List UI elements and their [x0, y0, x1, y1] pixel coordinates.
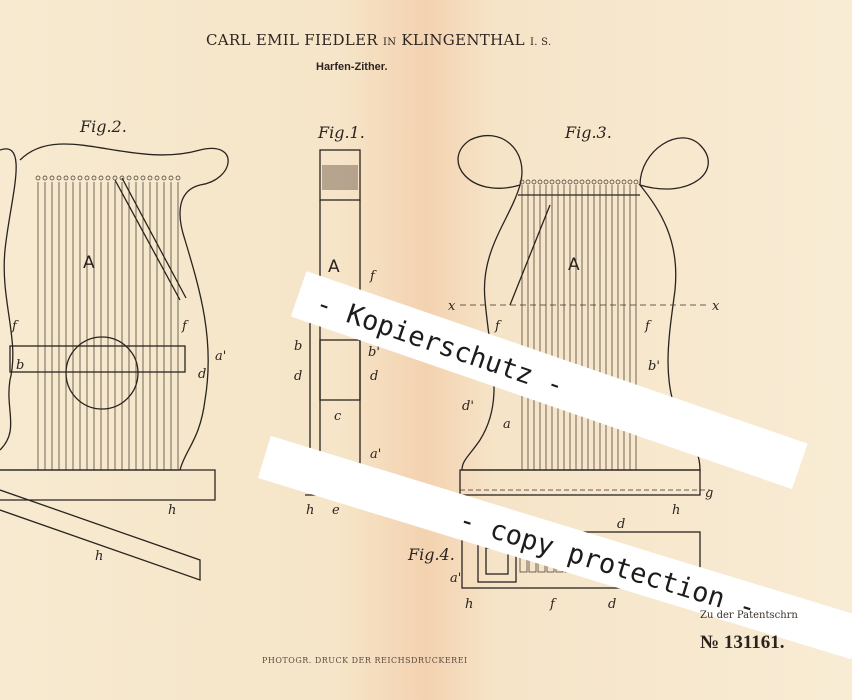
tuning-pin — [609, 179, 615, 185]
fig4-label: Fig.4. — [407, 545, 455, 564]
label-e: e — [332, 503, 340, 518]
tuning-pin — [561, 179, 567, 185]
tuning-pin — [585, 179, 591, 185]
tuning-pin — [525, 179, 531, 185]
tuning-pin — [597, 179, 603, 185]
inventor-place: KLINGENTHAL — [401, 31, 525, 49]
label-d: d — [608, 597, 616, 612]
inventor-name: CARL EMIL FIEDLER — [206, 31, 378, 49]
tuning-pin — [35, 175, 41, 181]
label-d: d — [198, 367, 206, 382]
label-c: c — [334, 409, 342, 424]
label-b-prime: b' — [368, 345, 380, 360]
tuning-pin — [567, 179, 573, 185]
label-f: f — [644, 319, 652, 334]
label-A: A — [328, 257, 340, 277]
tuning-pin — [519, 179, 525, 185]
tuning-pin — [112, 175, 118, 181]
tuning-pin — [591, 179, 597, 185]
tuning-pin — [531, 179, 537, 185]
label-x: x — [448, 299, 456, 314]
tuning-pin — [555, 179, 561, 185]
label-h: h — [168, 503, 176, 518]
label-a: a — [503, 417, 511, 432]
tuning-pin — [627, 179, 633, 185]
label-f: f — [494, 319, 502, 334]
figure-3: Fig.3. A x x f f b' d' g h — [448, 123, 720, 518]
tuning-pin — [63, 175, 69, 181]
label-h: h — [306, 503, 314, 518]
tuning-pin — [126, 175, 132, 181]
fig1-label: Fig.1. — [317, 123, 365, 142]
patent-header: CARL EMIL FIEDLER IN KLINGENTHAL I. S. — [206, 31, 551, 49]
label-f: f — [11, 319, 19, 334]
tuning-pin — [77, 175, 83, 181]
tuning-pin — [615, 179, 621, 185]
label-f: f — [549, 597, 557, 612]
watermark-kopierschutz: - Kopierschutz - — [290, 271, 808, 490]
tuning-pin — [549, 179, 555, 185]
tuning-pin — [573, 179, 579, 185]
label-a-prime: a' — [450, 571, 461, 586]
fig2-label: Fig.2. — [79, 117, 127, 136]
header-in: IN — [383, 37, 397, 48]
watermark-text-1: - Kopierschutz - — [312, 288, 568, 402]
patent-reference: Zu der Patentschrn — [700, 610, 798, 621]
label-h: h — [465, 597, 473, 612]
printer-credit: PHOTOGR. DRUCK DER REICHSDRUCKEREI — [262, 656, 468, 665]
tuning-pin — [537, 179, 543, 185]
tuning-pin — [119, 175, 125, 181]
tuning-pin — [579, 179, 585, 185]
label-f: f — [369, 269, 377, 284]
label-a-prime: a' — [370, 447, 381, 462]
label-d: d — [617, 517, 625, 532]
figure-1: Fig.1. A f b b' d d c a' h e — [294, 123, 381, 518]
header-region: I. S. — [529, 37, 552, 48]
tuning-pin — [84, 175, 90, 181]
label-b: b — [294, 339, 302, 354]
label-g: g — [705, 486, 713, 501]
fig3-label: Fig.3. — [564, 123, 612, 142]
tuning-pin — [70, 175, 76, 181]
tuning-pin — [543, 179, 549, 185]
tuning-pin — [154, 175, 160, 181]
tuning-pin — [91, 175, 97, 181]
tuning-pin — [49, 175, 55, 181]
tuning-pin — [147, 175, 153, 181]
label-b: b — [16, 358, 24, 373]
figure-2: Fig.2. A f f b d a' h h — [0, 117, 229, 581]
label-a-prime: a' — [215, 349, 226, 364]
tuning-pin — [133, 175, 139, 181]
label-A: A — [83, 253, 95, 273]
tuning-pin — [633, 179, 639, 185]
label-x: x — [712, 299, 720, 314]
label-d: d — [370, 369, 378, 384]
tuning-pin — [105, 175, 111, 181]
tuning-pin — [42, 175, 48, 181]
label-b-prime: b' — [648, 359, 660, 374]
tuning-pin — [98, 175, 104, 181]
tuning-pin — [603, 179, 609, 185]
patent-number: № 131161. — [700, 632, 785, 653]
label-d: d — [294, 369, 302, 384]
label-h: h — [95, 549, 103, 564]
patent-title: Harfen-Zither. — [316, 61, 388, 73]
tuning-pin — [140, 175, 146, 181]
tuning-pin — [168, 175, 174, 181]
label-d-prime: d' — [462, 399, 474, 414]
tuning-pin — [56, 175, 62, 181]
label-A: A — [568, 255, 580, 275]
tuning-pin — [621, 179, 627, 185]
tuning-pin — [175, 175, 181, 181]
label-f: f — [181, 319, 189, 334]
tuning-pin — [161, 175, 167, 181]
label-h: h — [672, 503, 680, 518]
